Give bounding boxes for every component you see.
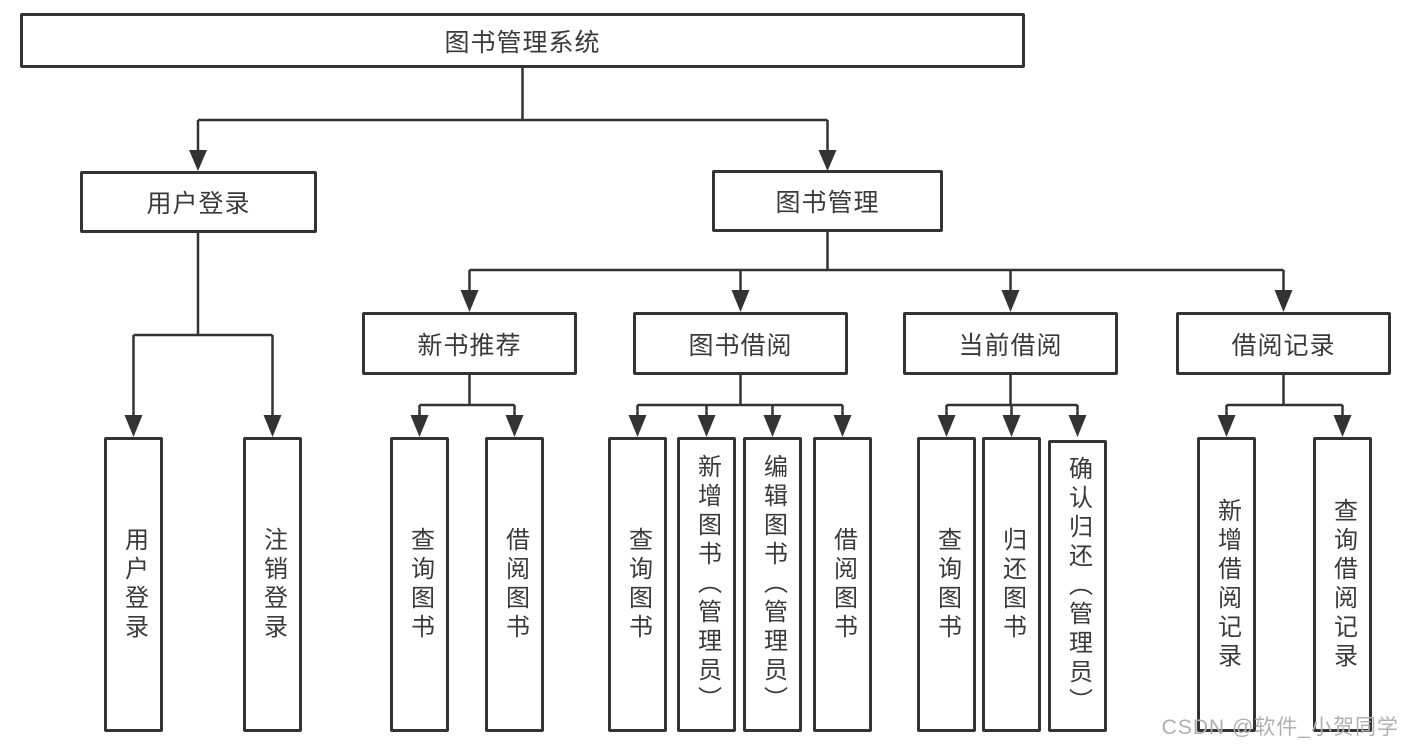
arrowhead: [189, 150, 207, 171]
arrowhead: [731, 290, 750, 312]
node-borrow-records-label: 借阅记录: [1231, 331, 1336, 360]
node-user-login: 用户登录: [80, 171, 317, 233]
leaf-logout-label: 注销登录: [259, 526, 287, 643]
edge-root-to-level2: [196, 68, 829, 152]
leaf-edit-book-admin-label: 编辑图书（管理员）: [759, 454, 787, 715]
leaf-user-login-label: 用户登录: [120, 526, 148, 643]
leaf-return-book-label: 归还图书: [998, 526, 1026, 643]
node-root: 图书管理系统: [20, 13, 1025, 68]
arrowhead: [697, 415, 716, 437]
leaf-query-borrow-record-label: 查询借阅记录: [1329, 497, 1357, 672]
arrowhead: [1333, 415, 1352, 437]
node-book-management: 图书管理: [712, 170, 943, 232]
edge-bookmgmt-to-level3: [468, 232, 1285, 292]
csdn-watermark: CSDN @软件_小贺同学: [1161, 716, 1399, 739]
arrowhead: [1068, 415, 1087, 437]
node-current-borrow-label: 当前借阅: [958, 331, 1063, 360]
node-borrow-records: 借阅记录: [1176, 312, 1391, 375]
leaf-borrow-books-recommend-label: 借阅图书: [501, 526, 529, 643]
edge-records-to-leaves: [1225, 375, 1344, 417]
leaf-query-books-recommend-label: 查询图书: [406, 526, 434, 643]
node-user-login-label: 用户登录: [146, 190, 251, 218]
arrowhead: [1001, 290, 1020, 312]
arrowhead: [1002, 415, 1021, 437]
leaf-query-books-borrow-label: 查询图书: [624, 526, 652, 643]
leaf-borrow-books: 借阅图书: [813, 437, 872, 732]
arrowhead: [505, 415, 524, 437]
leaf-confirm-return-admin: 确认归还（管理员）: [1048, 440, 1107, 732]
leaf-query-borrow-record: 查询借阅记录: [1313, 437, 1372, 732]
leaf-add-borrow-record: 新增借阅记录: [1197, 437, 1256, 732]
arrowhead: [833, 415, 852, 437]
edge-current-to-leaves: [945, 375, 1079, 417]
leaf-logout: 注销登录: [243, 437, 302, 732]
leaf-add-book-admin: 新增图书（管理员）: [677, 437, 736, 732]
arrowhead: [124, 415, 143, 437]
leaf-query-books-current-label: 查询图书: [933, 526, 961, 643]
node-root-label: 图书管理系统: [444, 28, 601, 57]
leaf-add-book-admin-label: 新增图书（管理员）: [693, 454, 721, 715]
leaf-add-borrow-record-label: 新增借阅记录: [1213, 497, 1241, 672]
edge-borrow-to-leaves: [636, 375, 844, 417]
leaf-return-book: 归还图书: [982, 437, 1041, 732]
node-book-borrow: 图书借阅: [633, 312, 848, 375]
arrowhead: [937, 415, 956, 437]
leaf-query-books-recommend: 查询图书: [390, 437, 449, 732]
node-book-borrow-label: 图书借阅: [688, 331, 793, 360]
leaf-query-books-current: 查询图书: [917, 437, 976, 732]
leaf-edit-book-admin: 编辑图书（管理员）: [743, 437, 802, 732]
node-book-management-label: 图书管理: [775, 189, 880, 217]
leaf-query-books-borrow: 查询图书: [608, 437, 667, 732]
node-new-book-recommend: 新书推荐: [362, 312, 577, 375]
arrowhead: [263, 415, 282, 437]
arrowhead: [1274, 290, 1293, 312]
edge-userlogin-to-leaves: [132, 233, 274, 417]
arrowhead: [628, 415, 647, 437]
arrowhead: [460, 290, 479, 312]
arrowhead: [763, 415, 782, 437]
node-new-book-recommend-label: 新书推荐: [417, 331, 522, 360]
arrowhead: [1217, 415, 1236, 437]
leaf-user-login: 用户登录: [104, 437, 163, 732]
leaf-borrow-books-recommend: 借阅图书: [485, 437, 544, 732]
arrowhead: [818, 150, 837, 171]
node-current-borrow: 当前借阅: [903, 312, 1118, 375]
arrowhead: [410, 415, 429, 437]
edge-recommend-to-leaves: [418, 375, 516, 417]
leaf-confirm-return-admin-label: 确认归还（管理员）: [1064, 455, 1092, 717]
leaf-borrow-books-label: 借阅图书: [829, 526, 857, 643]
